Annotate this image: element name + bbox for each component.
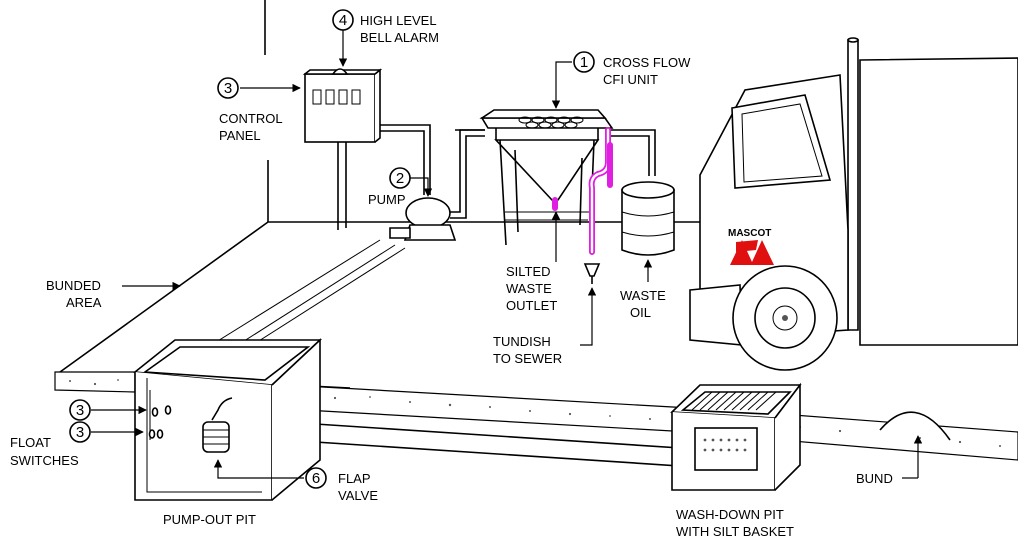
cfi-label-line1: CROSS FLOW bbox=[603, 55, 691, 70]
silted-label-line2: WASTE bbox=[506, 281, 552, 296]
flap-valve bbox=[202, 397, 233, 453]
tundish-label-line2: TO SEWER bbox=[493, 351, 562, 366]
cfi-number: 1 bbox=[580, 54, 588, 71]
alarm-label-line2: BELL ALARM bbox=[360, 30, 439, 45]
bunded-label-line2: AREA bbox=[66, 295, 102, 310]
washdown-label-line1: WASH-DOWN PIT bbox=[676, 507, 784, 522]
control-panel bbox=[302, 68, 431, 230]
flap-label-line1: FLAP bbox=[338, 471, 371, 486]
waste-hose bbox=[552, 127, 613, 255]
silted-label-line1: SILTED bbox=[506, 264, 551, 279]
float-label-line2: SWITCHES bbox=[10, 453, 79, 468]
pumpout-label: PUMP-OUT PIT bbox=[163, 512, 256, 527]
float-number-b: 3 bbox=[76, 424, 84, 441]
alarm-number: 4 bbox=[339, 12, 347, 29]
pump bbox=[389, 129, 485, 241]
control-number: 3 bbox=[224, 80, 232, 97]
cfi-unit bbox=[455, 109, 656, 246]
number-circles bbox=[69, 9, 595, 489]
flap-label-line2: VALVE bbox=[338, 488, 378, 503]
pump-label: PUMP bbox=[368, 192, 406, 207]
pump-number: 2 bbox=[396, 170, 404, 187]
pump-out-pit bbox=[132, 338, 323, 501]
truck bbox=[689, 37, 1018, 371]
float-number-a: 3 bbox=[76, 402, 84, 419]
truck-brand: MASCOT bbox=[728, 228, 771, 239]
wash-down-pit bbox=[670, 382, 802, 491]
float-label-line1: FLOAT bbox=[10, 435, 51, 450]
control-label-line2: PANEL bbox=[219, 128, 261, 143]
oil-label-line2: OIL bbox=[630, 305, 651, 320]
flap-number: 6 bbox=[312, 470, 320, 487]
waste-oil-drum bbox=[621, 181, 675, 256]
bund-label: BUND bbox=[856, 471, 893, 486]
tundish-label-line1: TUNDISH bbox=[493, 334, 551, 349]
alarm-label-line1: HIGH LEVEL bbox=[360, 13, 437, 28]
washdown-label-line2: WITH SILT BASKET bbox=[676, 524, 794, 539]
float-switches bbox=[148, 390, 172, 440]
silted-label-line3: OUTLET bbox=[506, 298, 557, 313]
control-label-line1: CONTROL bbox=[219, 111, 283, 126]
oil-label-line1: WASTE bbox=[620, 288, 666, 303]
cfi-label-line2: CFI UNIT bbox=[603, 72, 658, 87]
building-wall bbox=[264, 0, 269, 222]
labels: 4 HIGH LEVEL BELL ALARM 1 CROSS FLOW CFI… bbox=[10, 12, 893, 539]
leader-lines bbox=[91, 30, 923, 479]
bunded-label-line1: BUNDED bbox=[46, 278, 101, 293]
tundish bbox=[583, 263, 601, 284]
